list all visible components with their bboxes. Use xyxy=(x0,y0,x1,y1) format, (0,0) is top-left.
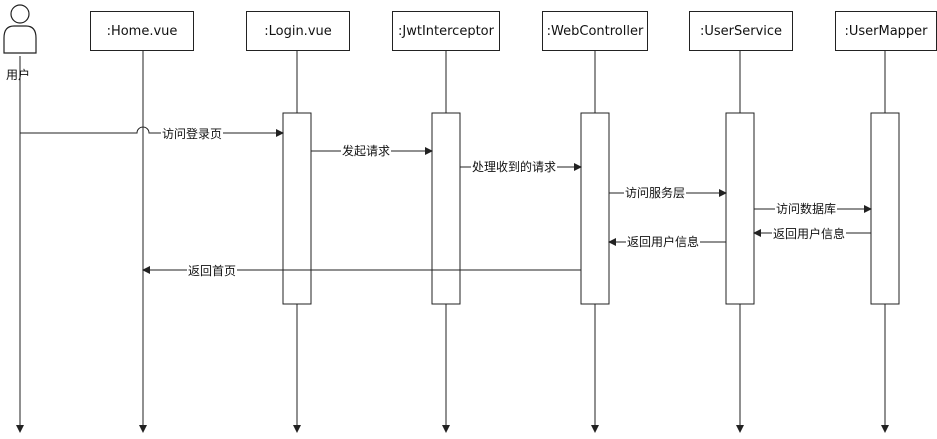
participant-user-service: :UserService xyxy=(689,11,793,51)
actor-label: 用户 xyxy=(6,68,31,82)
message-label-send-request: 发起请求 xyxy=(341,144,392,158)
message-label-return-user-info-2: 返回用户信息 xyxy=(626,235,701,249)
activation-service xyxy=(725,112,755,305)
user-icon xyxy=(3,4,37,54)
activation-login xyxy=(282,112,312,305)
message-label-return-home: 返回首页 xyxy=(187,264,238,278)
message-arrow-1 xyxy=(20,126,284,137)
participant-home: :Home.vue xyxy=(90,11,194,51)
participant-login: :Login.vue xyxy=(246,11,350,51)
message-label-visit-login: 访问登录页 xyxy=(161,127,224,141)
activation-mapper xyxy=(870,112,900,305)
activation-web xyxy=(580,112,610,305)
message-label-return-user-info-1: 返回用户信息 xyxy=(772,227,847,241)
message-label-visit-database: 访问数据库 xyxy=(775,202,838,216)
participant-jwt-interceptor: :JwtInterceptor xyxy=(392,11,500,51)
participant-web-controller: :WebController xyxy=(542,11,648,51)
message-label-handle-request: 处理收到的请求 xyxy=(471,160,558,174)
activation-jwt xyxy=(431,112,461,305)
message-label-visit-service: 访问服务层 xyxy=(624,186,687,200)
participant-user-mapper: :UserMapper xyxy=(835,11,937,51)
